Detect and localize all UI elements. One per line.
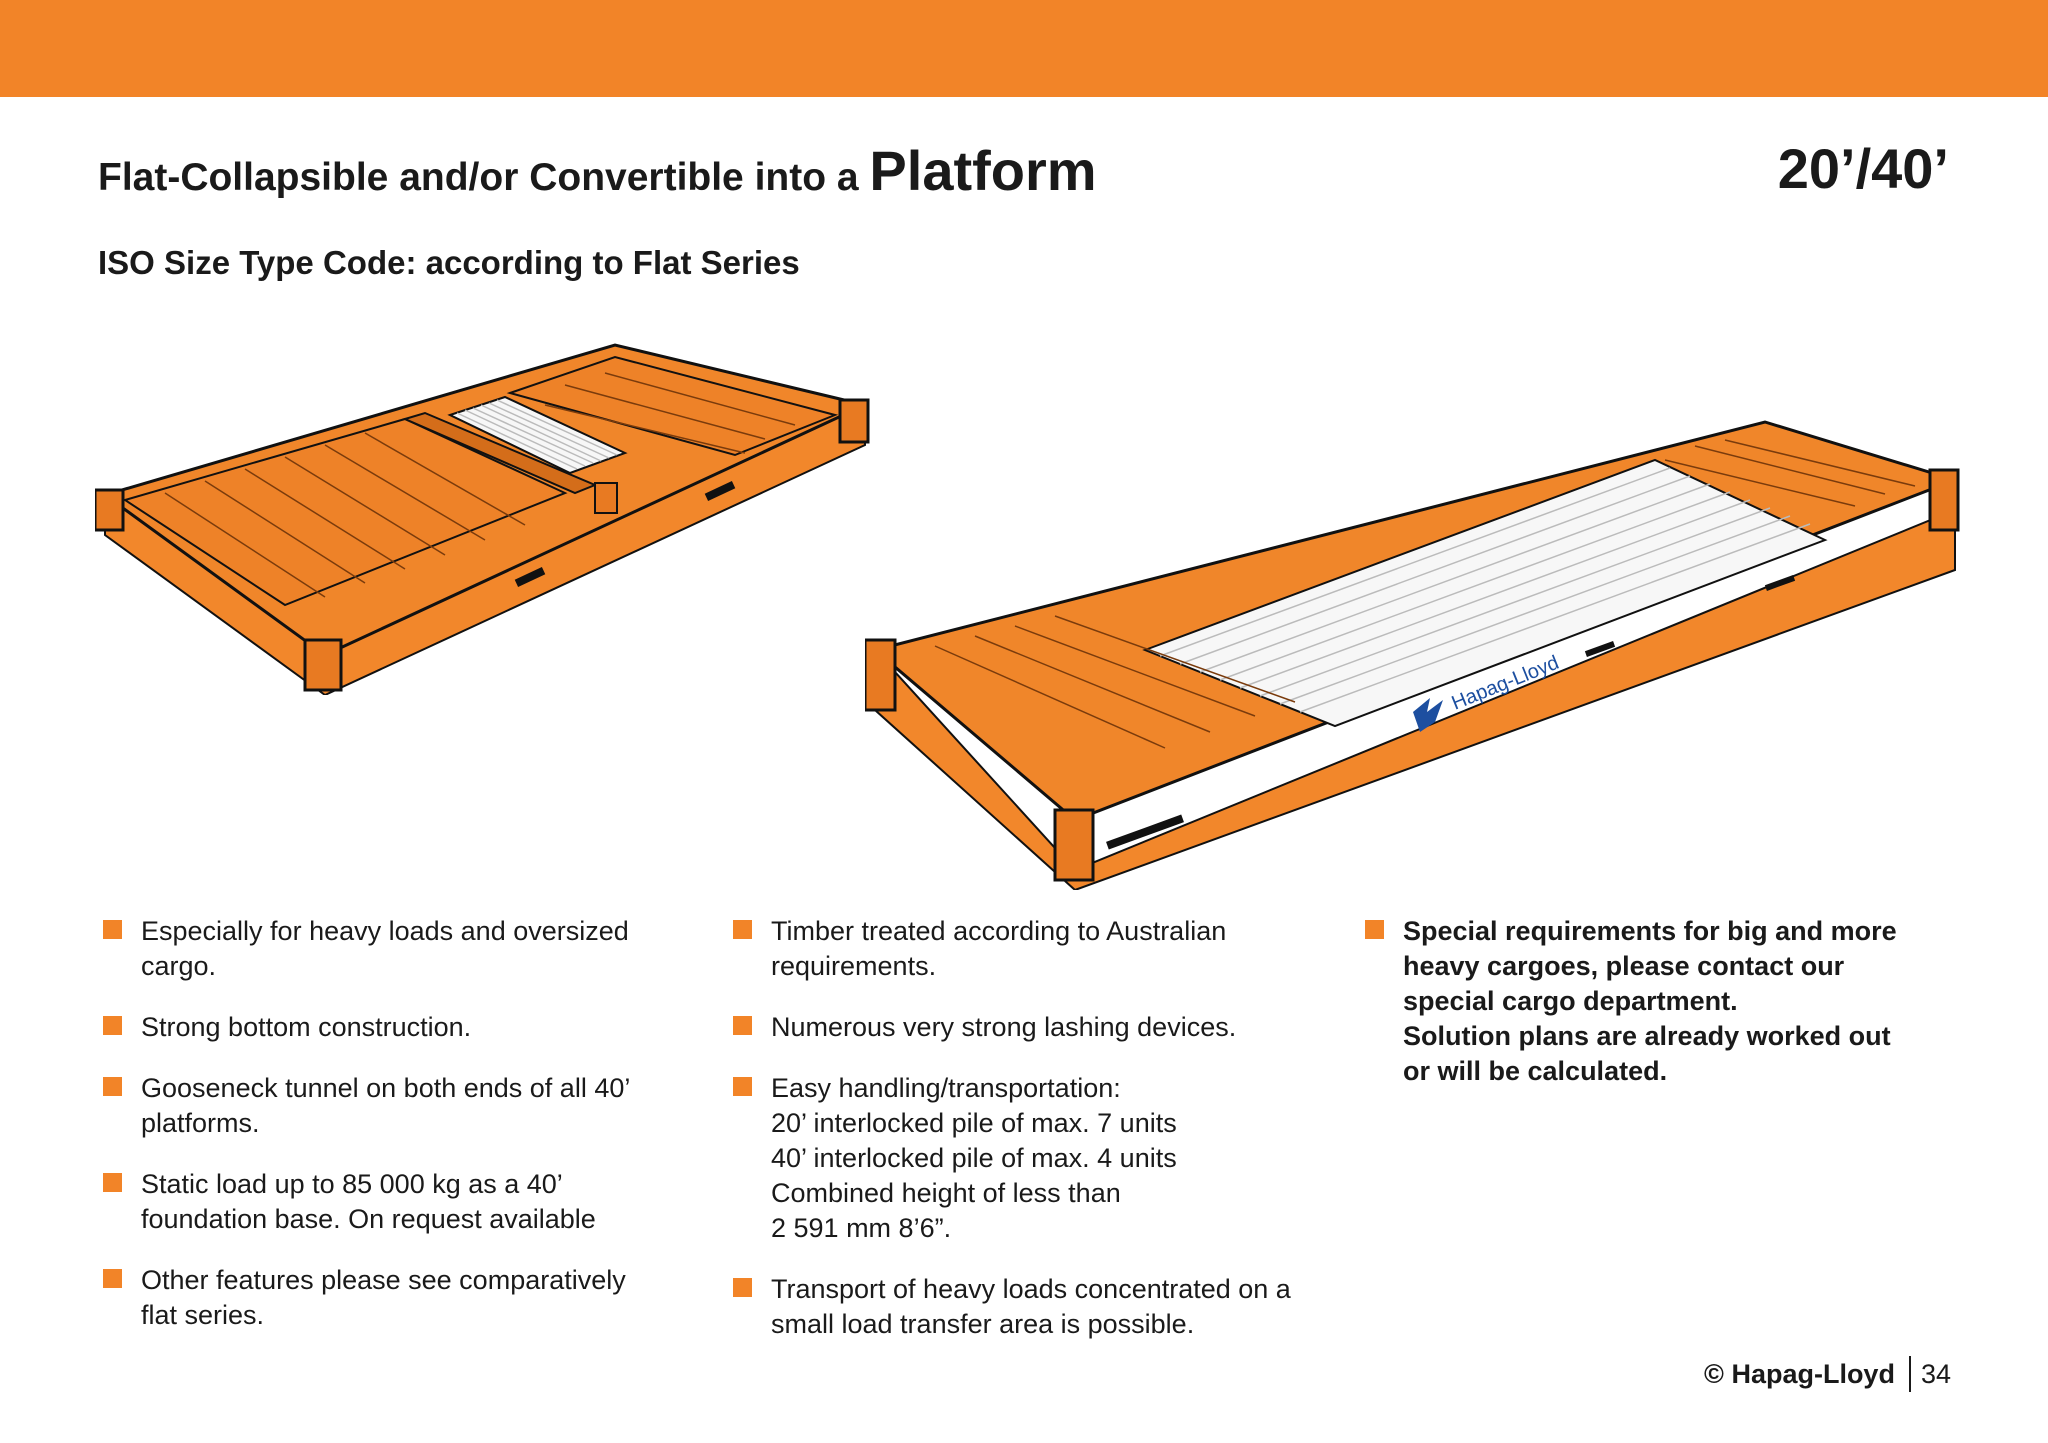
feature-item: Strong bottom construction. <box>100 1010 660 1045</box>
features-column-2: Timber treated according to Australian r… <box>730 914 1350 1368</box>
feature-item: Static load up to 85 000 kg as a 40’ fou… <box>100 1167 660 1237</box>
orange-square-bullet-icon <box>1365 920 1384 939</box>
features-column-3: Special requirements for big and more he… <box>1362 914 1962 1115</box>
feature-item: Numerous very strong lashing devices. <box>730 1010 1350 1045</box>
page-footer: © Hapag-Lloyd 34 <box>1704 1356 1951 1392</box>
feature-item: Transport of heavy loads concentrated on… <box>730 1272 1350 1342</box>
page-title: Flat-Collapsible and/or Convertible into… <box>98 138 1097 203</box>
page-number: 34 <box>1920 1358 1951 1389</box>
orange-square-bullet-icon <box>103 920 122 939</box>
container-size-label: 20’/40’ <box>1777 137 1949 200</box>
orange-square-bullet-icon <box>103 1269 122 1288</box>
feature-item: Especially for heavy loads and oversized… <box>100 914 660 984</box>
iso-code-subtitle: ISO Size Type Code: according to Flat Se… <box>98 244 800 281</box>
page-title-prefix: Flat-Collapsible and/or Convertible into… <box>98 156 859 199</box>
orange-square-bullet-icon <box>103 1077 122 1096</box>
page-title-emphasis: Platform <box>869 139 1097 202</box>
feature-item: Other features please see comparatively … <box>100 1263 660 1333</box>
top-accent-bar <box>0 0 2048 97</box>
collapsed-flat-rack-20ft-illustration <box>95 343 870 695</box>
orange-square-bullet-icon <box>103 1173 122 1192</box>
orange-square-bullet-icon <box>733 1077 752 1096</box>
feature-item: Timber treated according to Australian r… <box>730 914 1350 984</box>
copyright: © Hapag-Lloyd <box>1704 1356 1911 1392</box>
special-requirements-note: Special requirements for big and more he… <box>1362 914 1962 1089</box>
platform-40ft-illustration: Hapag-Lloyd <box>865 420 1960 890</box>
orange-square-bullet-icon <box>733 1278 752 1297</box>
features-column-1: Especially for heavy loads and oversized… <box>100 914 660 1359</box>
orange-square-bullet-icon <box>103 1016 122 1035</box>
feature-item: Gooseneck tunnel on both ends of all 40’… <box>100 1071 660 1141</box>
orange-square-bullet-icon <box>733 1016 752 1035</box>
orange-square-bullet-icon <box>733 920 752 939</box>
feature-item: Easy handling/transportation: 20’ interl… <box>730 1071 1350 1246</box>
